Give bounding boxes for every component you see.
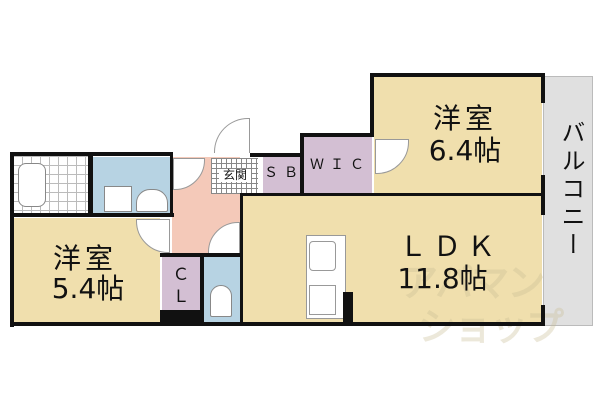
wall	[300, 133, 374, 137]
wall	[170, 156, 173, 216]
wall	[370, 73, 545, 77]
wall	[88, 156, 93, 213]
western-room-6-4	[374, 76, 542, 193]
toilet-icon	[210, 285, 232, 317]
sink-icon	[136, 189, 168, 212]
wall	[240, 193, 545, 196]
balcony-label: バルコニー	[557, 120, 585, 260]
wall	[343, 292, 353, 323]
western-room-6-4-name: 洋室	[432, 102, 497, 135]
western-room-5-4-size: 5.4帖	[51, 272, 125, 305]
wall	[240, 193, 243, 323]
closet	[162, 257, 200, 316]
wall	[541, 305, 545, 326]
ldk-name: ＬＤＫ	[398, 230, 501, 263]
wall	[200, 253, 204, 323]
western-room-5-4	[13, 218, 160, 322]
wall	[370, 73, 374, 137]
watermark-line-2: ショップ	[418, 305, 564, 349]
wall	[10, 152, 173, 156]
walk-in-closet-label: ＷＩＣ	[310, 157, 370, 173]
shoe-box	[263, 156, 301, 193]
wall	[541, 73, 545, 103]
wall	[300, 133, 304, 195]
western-room-6-4-size: 6.4帖	[428, 134, 502, 167]
western-room-5-4-name: 洋室	[52, 242, 117, 275]
ldk	[243, 196, 542, 322]
bathtub-icon	[18, 163, 46, 207]
washing-machine-icon	[104, 186, 132, 212]
wall	[10, 322, 545, 326]
wall	[10, 213, 174, 217]
wall	[160, 310, 202, 323]
entrance-label: 玄関	[219, 169, 251, 182]
watermark-line-1: アパマン	[400, 261, 545, 305]
ldk-size: 11.8帖	[397, 262, 488, 295]
walk-in-closet	[303, 137, 372, 193]
kitchen-counter	[306, 235, 346, 319]
wall	[250, 153, 303, 157]
wall	[10, 152, 14, 327]
kitchen-sink-icon	[309, 241, 336, 271]
shoe-box-label: ＳＢ	[264, 165, 304, 181]
entrance-door[interactable]	[214, 118, 250, 153]
closet-label: ＣＬ	[172, 265, 190, 307]
stove-icon	[309, 285, 336, 315]
